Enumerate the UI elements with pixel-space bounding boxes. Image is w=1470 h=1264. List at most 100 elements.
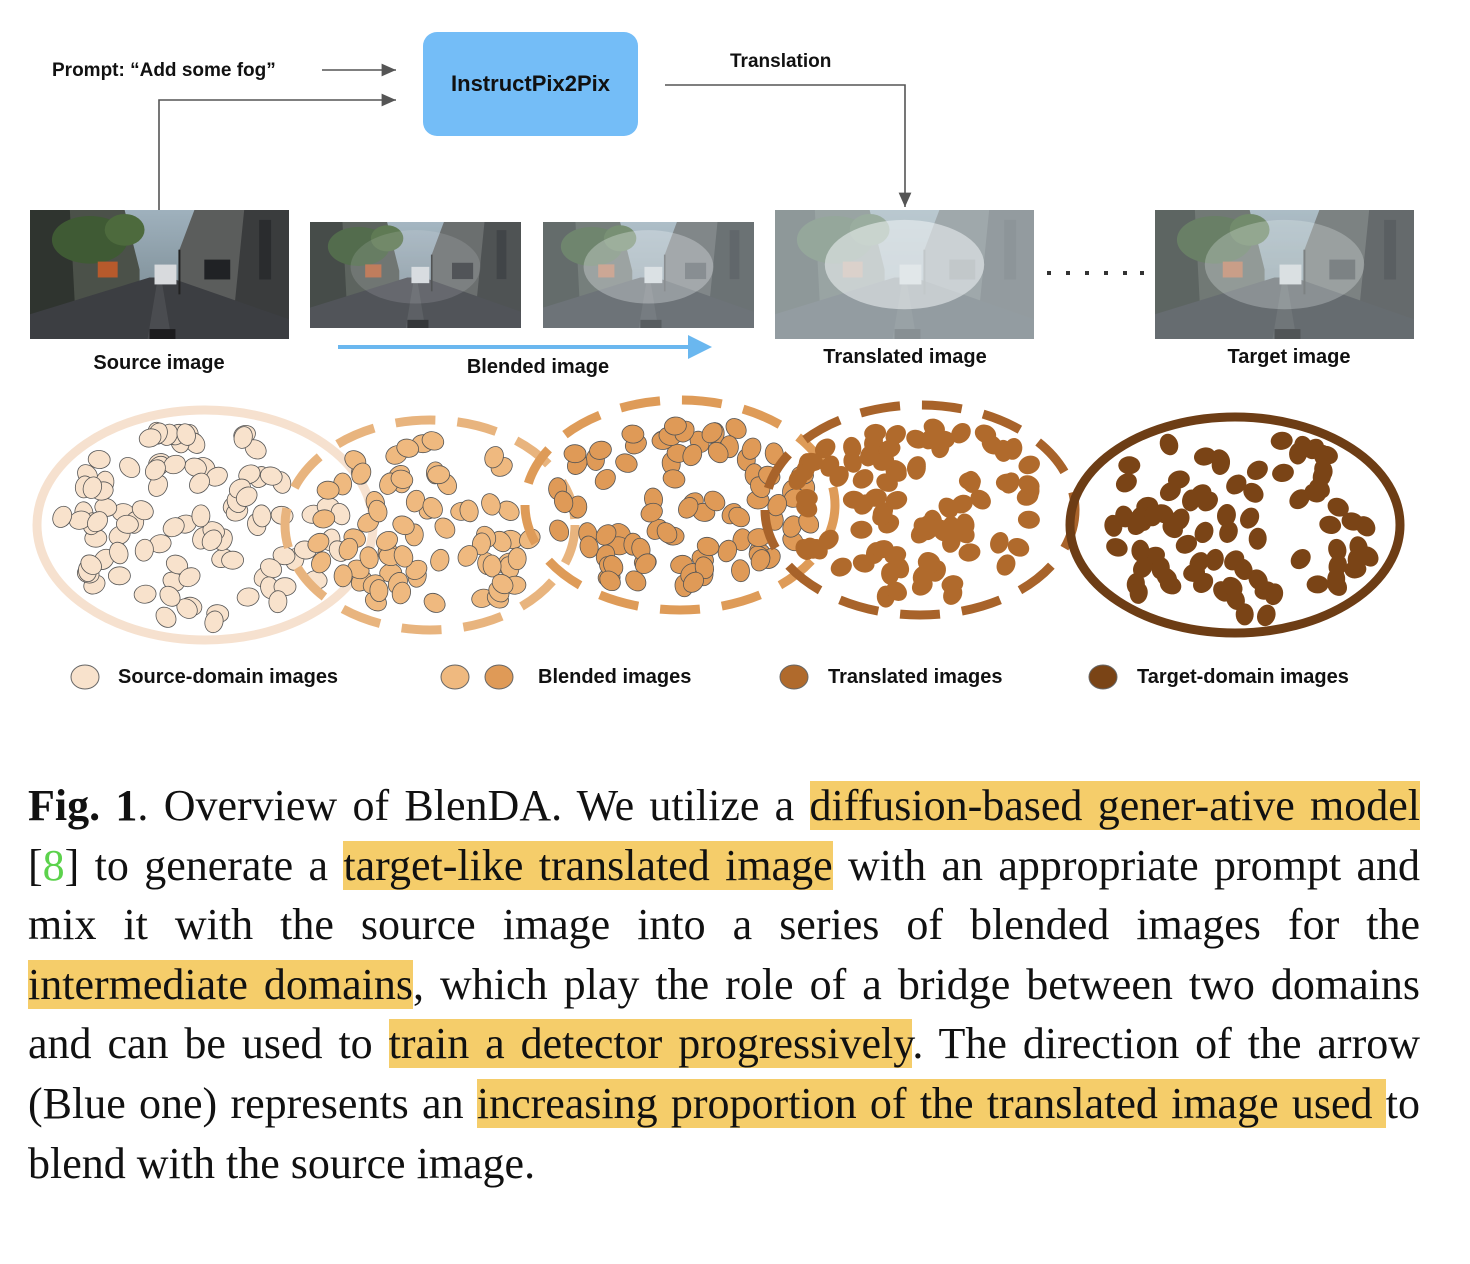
sample-dot bbox=[678, 497, 699, 519]
sample-dot bbox=[1314, 459, 1333, 482]
sample-dot bbox=[1118, 456, 1141, 475]
sample-dot bbox=[906, 429, 928, 449]
sample-dot bbox=[1216, 504, 1236, 527]
sample-dot bbox=[87, 450, 111, 469]
sample-dot bbox=[1018, 455, 1040, 475]
sample-dot bbox=[872, 505, 893, 526]
caption-text-2: [ bbox=[28, 840, 43, 890]
sample-dot bbox=[1144, 504, 1163, 527]
sample-dot bbox=[1159, 433, 1179, 456]
sample-dot bbox=[656, 522, 678, 544]
legend-target-marker bbox=[1088, 664, 1118, 690]
sample-dot bbox=[1306, 575, 1329, 594]
sample-dot bbox=[884, 546, 907, 565]
sample-dot bbox=[703, 490, 726, 512]
sample-dot bbox=[958, 543, 981, 562]
sample-dot bbox=[1240, 507, 1260, 529]
sample-dot bbox=[970, 489, 991, 510]
citation-link[interactable]: 8 bbox=[42, 840, 65, 890]
sample-dot bbox=[138, 428, 162, 448]
sample-dot bbox=[1233, 558, 1253, 581]
legend-target-label: Target-domain images bbox=[1137, 666, 1349, 688]
sample-dot bbox=[615, 453, 638, 473]
blended-image-2 bbox=[543, 222, 754, 328]
sample-dot bbox=[878, 439, 901, 458]
sample-dot bbox=[307, 532, 330, 553]
sample-dot bbox=[1182, 489, 1201, 512]
highlight-diffusion-model: diffusion-based gener-ative model bbox=[809, 781, 1420, 830]
target-image bbox=[1155, 210, 1414, 339]
sample-dot bbox=[853, 494, 874, 515]
sample-dot bbox=[1189, 552, 1209, 573]
sample-dot bbox=[886, 581, 907, 601]
sample-dot bbox=[376, 530, 398, 551]
sample-dot bbox=[640, 502, 663, 523]
legend-blended-marker-1 bbox=[440, 664, 470, 690]
sample-dot bbox=[457, 545, 478, 567]
sample-dot bbox=[359, 546, 379, 569]
figure-label: Fig. 1 bbox=[28, 781, 138, 830]
sample-dot bbox=[1243, 482, 1264, 503]
sample-dot bbox=[1193, 447, 1216, 466]
sample-dot bbox=[1104, 514, 1123, 537]
sample-dot bbox=[1328, 538, 1347, 561]
sample-dot bbox=[885, 491, 908, 510]
sample-dot bbox=[421, 431, 445, 451]
sample-dot bbox=[155, 606, 177, 628]
blended-image-label: Blended image bbox=[466, 356, 610, 378]
sample-dot bbox=[162, 517, 185, 538]
sample-dot bbox=[683, 571, 704, 593]
caption-text-3: ] to generate a bbox=[64, 840, 344, 890]
sample-dot bbox=[1309, 478, 1330, 499]
sample-dot bbox=[338, 537, 359, 561]
sample-dot bbox=[1115, 473, 1137, 493]
sample-dot bbox=[1319, 515, 1342, 535]
sample-dot bbox=[782, 515, 802, 538]
sample-dot bbox=[943, 583, 963, 605]
sample-dot bbox=[801, 537, 821, 559]
sample-dot bbox=[731, 559, 750, 583]
blenda-overview-diagram: Prompt: “Add some fog” InstructPix2Pix T… bbox=[30, 32, 1414, 690]
sample-dot bbox=[881, 562, 900, 585]
sample-dot bbox=[1106, 538, 1128, 557]
instructpix2pix-box: InstructPix2Pix bbox=[423, 32, 638, 136]
legend-source-marker bbox=[70, 664, 100, 690]
sample-dot bbox=[563, 444, 587, 464]
sample-dot bbox=[906, 456, 926, 478]
sample-dot bbox=[707, 441, 729, 464]
sample-dot bbox=[1256, 604, 1276, 627]
sample-dot bbox=[1248, 569, 1268, 591]
sample-dot bbox=[119, 457, 141, 478]
sample-dot bbox=[369, 579, 389, 602]
sample-dot bbox=[108, 566, 131, 586]
sample-dot bbox=[1162, 518, 1183, 539]
sample-dot bbox=[481, 493, 501, 516]
blended-domain-cloud-2 bbox=[520, 395, 840, 615]
highlight-translated-image: target-like translated image bbox=[343, 840, 833, 890]
sample-dot bbox=[459, 499, 479, 523]
sample-dot bbox=[595, 524, 617, 546]
sample-dot bbox=[1205, 548, 1224, 571]
prompt-label: Prompt: “Add some fog” bbox=[52, 60, 276, 81]
sample-dot bbox=[701, 422, 723, 444]
diagram-arrows bbox=[158, 63, 1144, 359]
sample-dot bbox=[116, 514, 139, 534]
blended-image-1 bbox=[310, 222, 521, 328]
highlight-intermediate-domains: intermediate domains bbox=[28, 959, 414, 1009]
sample-dot bbox=[221, 550, 244, 570]
sample-dot bbox=[553, 490, 574, 514]
sample-dot bbox=[434, 517, 456, 539]
sample-dot bbox=[1194, 521, 1214, 544]
sample-dot bbox=[204, 610, 224, 634]
sample-dot bbox=[932, 519, 952, 542]
sample-dot bbox=[549, 519, 570, 542]
caption-text-5: , which play the role of a bridge betwee… bbox=[28, 959, 1420, 1069]
sample-dot bbox=[333, 564, 353, 588]
sample-dot bbox=[201, 529, 223, 551]
sample-dot bbox=[1017, 510, 1040, 529]
sample-dot bbox=[579, 535, 599, 559]
sample-dot bbox=[725, 418, 747, 439]
sample-dot bbox=[178, 567, 201, 588]
sample-dot bbox=[1327, 568, 1346, 591]
sample-dot bbox=[1327, 497, 1349, 517]
